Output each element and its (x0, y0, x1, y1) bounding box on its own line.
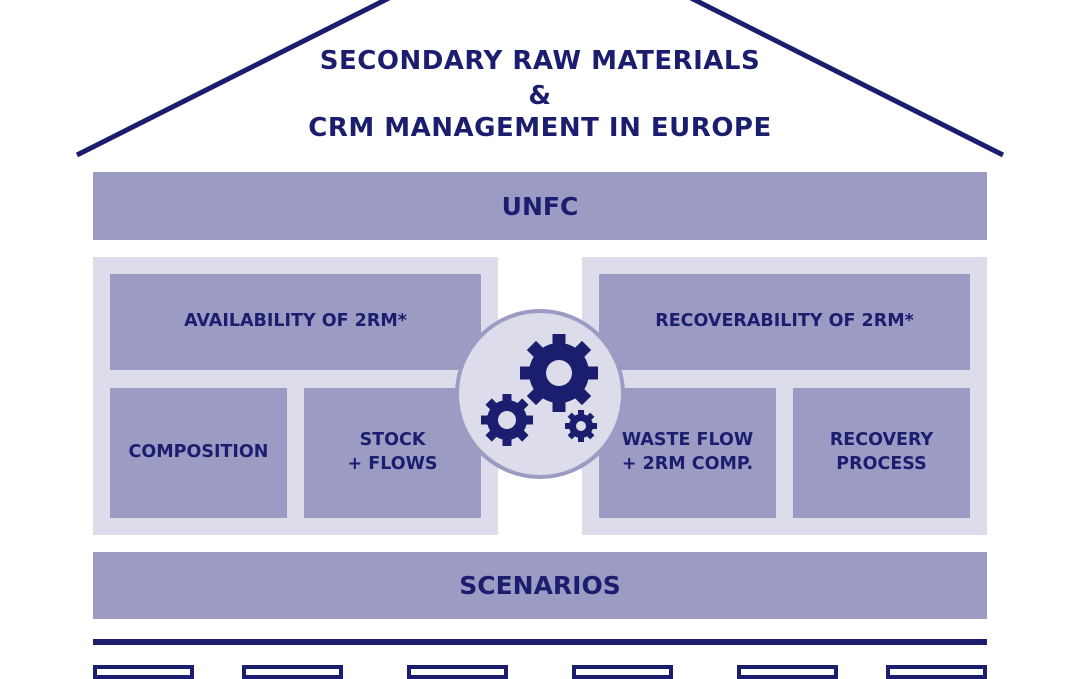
roof-gap (395, 0, 685, 4)
availability-header: AVAILABILITY OF 2RM* (110, 274, 481, 370)
title-line-3: CRM MANAGEMENT IN EUROPE (308, 113, 772, 143)
gears-icon (481, 334, 598, 446)
pillar-3 (407, 665, 508, 679)
title-line-1: SECONDARY RAW MATERIALS (319, 46, 761, 76)
large-gear-icon (520, 334, 598, 412)
pillar-5 (737, 665, 838, 679)
waste-flow-box: WASTE FLOW + 2RM COMP. (599, 388, 776, 518)
title-ampersand: & (528, 81, 552, 111)
unfc-band: UNFC (93, 172, 987, 240)
pillar-6 (886, 665, 987, 679)
pillar-2 (242, 665, 343, 679)
stock-flows-box: STOCK + FLOWS (304, 388, 481, 518)
pillar-1 (93, 665, 194, 679)
composition-box: COMPOSITION (110, 388, 287, 518)
pillar-4 (572, 665, 673, 679)
recoverability-header: RECOVERABILITY OF 2RM* (599, 274, 970, 370)
foundation-line (93, 639, 987, 645)
small-gear-icon (565, 410, 597, 442)
scenarios-band: SCENARIOS (93, 552, 987, 619)
medium-gear-icon (481, 394, 533, 446)
recovery-process-box: RECOVERY PROCESS (793, 388, 970, 518)
gears-hub (455, 309, 625, 479)
